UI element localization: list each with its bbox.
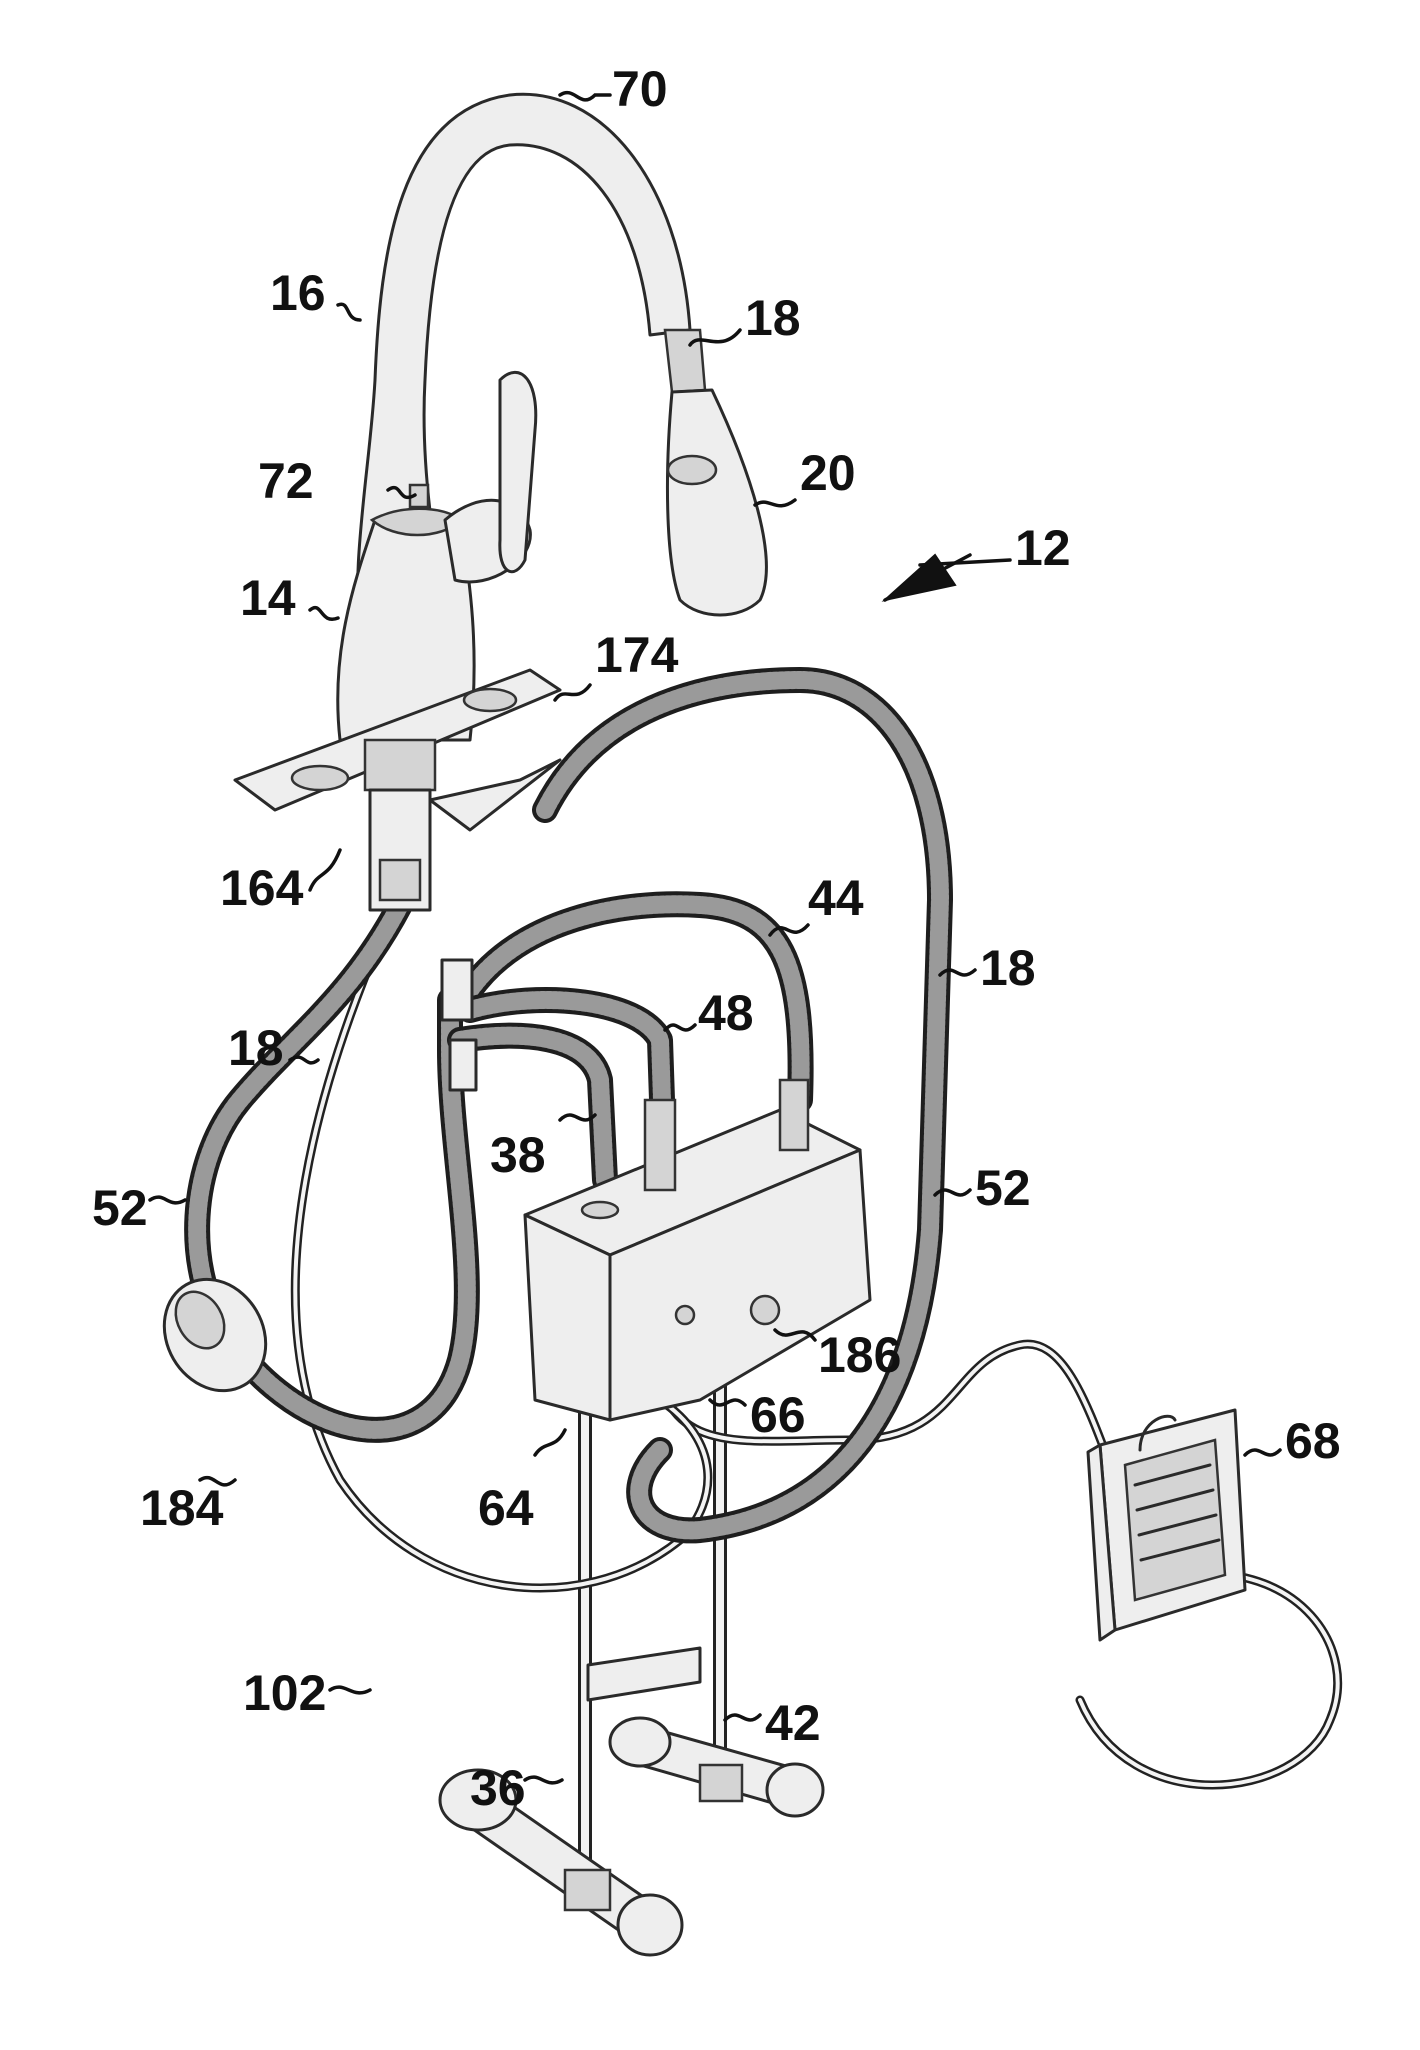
ref-38: 38 xyxy=(490,1127,546,1183)
ref-52-left: 52 xyxy=(92,1180,148,1236)
ref-70: 70 xyxy=(612,61,668,117)
ref-44: 44 xyxy=(808,870,864,926)
faucet-handle xyxy=(445,372,536,582)
ref-68: 68 xyxy=(1285,1413,1341,1469)
ref-20: 20 xyxy=(800,445,856,501)
ref-12: 12 xyxy=(1015,520,1071,576)
ref-174: 174 xyxy=(595,627,679,683)
ref-16: 16 xyxy=(270,265,326,321)
ref-64: 64 xyxy=(478,1480,534,1536)
battery-pack xyxy=(1088,1410,1245,1640)
ref-18-left: 18 xyxy=(228,1020,284,1076)
ref-186: 186 xyxy=(818,1327,901,1383)
ref-52-right: 52 xyxy=(975,1160,1031,1216)
ref-164: 164 xyxy=(220,860,304,916)
ref-48: 48 xyxy=(698,985,754,1041)
ref-36: 36 xyxy=(470,1760,526,1816)
ref-18-right: 18 xyxy=(980,940,1036,996)
ref-184: 184 xyxy=(140,1480,224,1536)
spray-head xyxy=(665,330,766,615)
ref-102: 102 xyxy=(243,1665,326,1721)
ref-42: 42 xyxy=(765,1695,821,1751)
ref-72: 72 xyxy=(258,453,314,509)
ref-66: 66 xyxy=(750,1387,806,1443)
ref-18-top: 18 xyxy=(745,290,801,346)
arrow-icon xyxy=(885,555,970,600)
ref-14: 14 xyxy=(240,570,296,626)
